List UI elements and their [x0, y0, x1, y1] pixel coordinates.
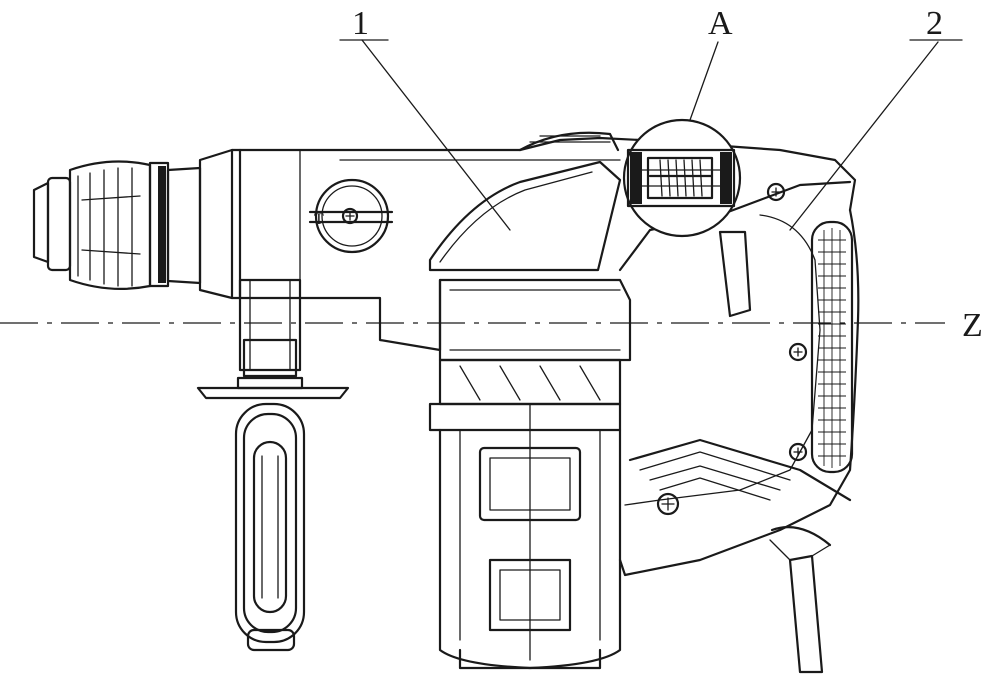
side-handle	[196, 278, 350, 652]
svg-text:T: T	[314, 211, 324, 228]
label-detail-a: A	[708, 5, 733, 42]
grip-texture	[818, 228, 846, 468]
detail-a-circle	[622, 118, 742, 238]
leader-part-2	[789, 41, 939, 231]
label-part-2: 2	[926, 5, 943, 42]
leader-detail-a	[689, 41, 719, 121]
callouts: 1 A 2 Z	[339, 5, 983, 344]
label-axis-z: Z	[962, 307, 983, 344]
leader-part-1	[361, 39, 511, 231]
label-part-1: 1	[352, 5, 369, 42]
chuck	[32, 148, 234, 300]
mode-selector-knob: T	[308, 178, 394, 254]
motor-housing	[428, 278, 632, 670]
rear-handle	[618, 180, 860, 674]
